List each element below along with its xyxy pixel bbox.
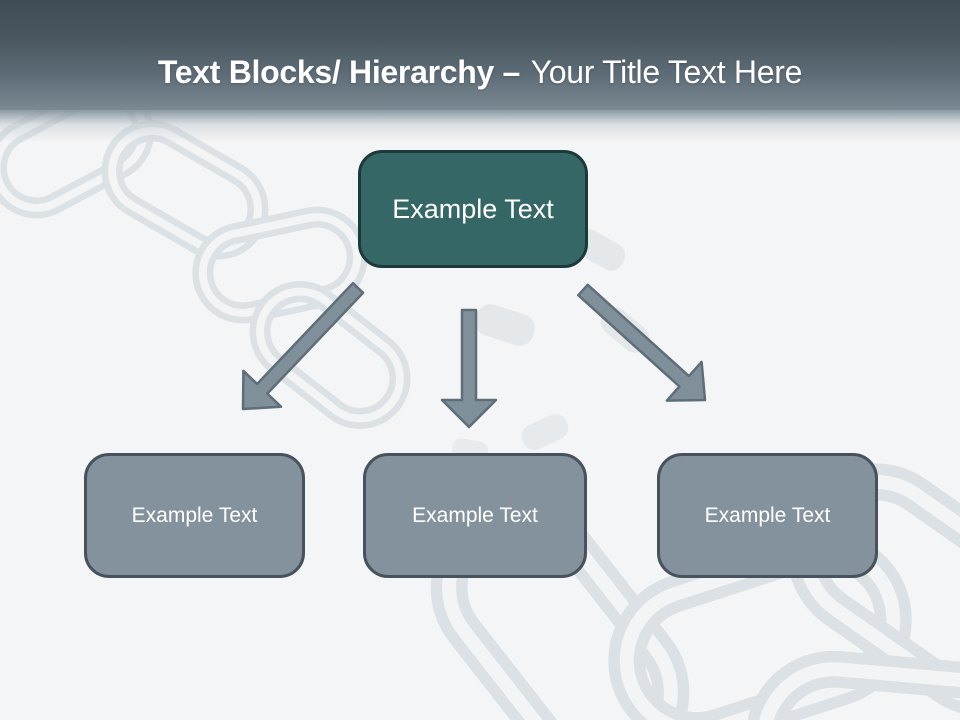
connector-arrow-down	[440, 308, 498, 429]
title-bar	[0, 0, 960, 110]
child-node-box-2[interactable]: Example Text	[363, 453, 587, 578]
connector-arrow-right	[577, 283, 707, 402]
root-node-label: Example Text	[392, 193, 554, 224]
child-node-label-2: Example Text	[412, 503, 538, 527]
child-node-label-1: Example Text	[131, 503, 258, 527]
child-node-box-3[interactable]: Example Text	[657, 453, 878, 578]
connector-arrow-left	[241, 281, 365, 411]
root-node-box[interactable]: Example Text	[358, 150, 588, 268]
child-node-box-1[interactable]: Example Text	[84, 453, 305, 578]
slide-title[interactable]: Text Blocks/ Hierarchy –Your Title Text …	[0, 52, 960, 92]
title-bold-text: Text Blocks/ Hierarchy –	[157, 54, 521, 90]
child-node-label-3: Example Text	[704, 503, 831, 527]
title-bar-fade	[0, 110, 960, 142]
title-regular-text: Your Title Text Here	[530, 54, 803, 90]
